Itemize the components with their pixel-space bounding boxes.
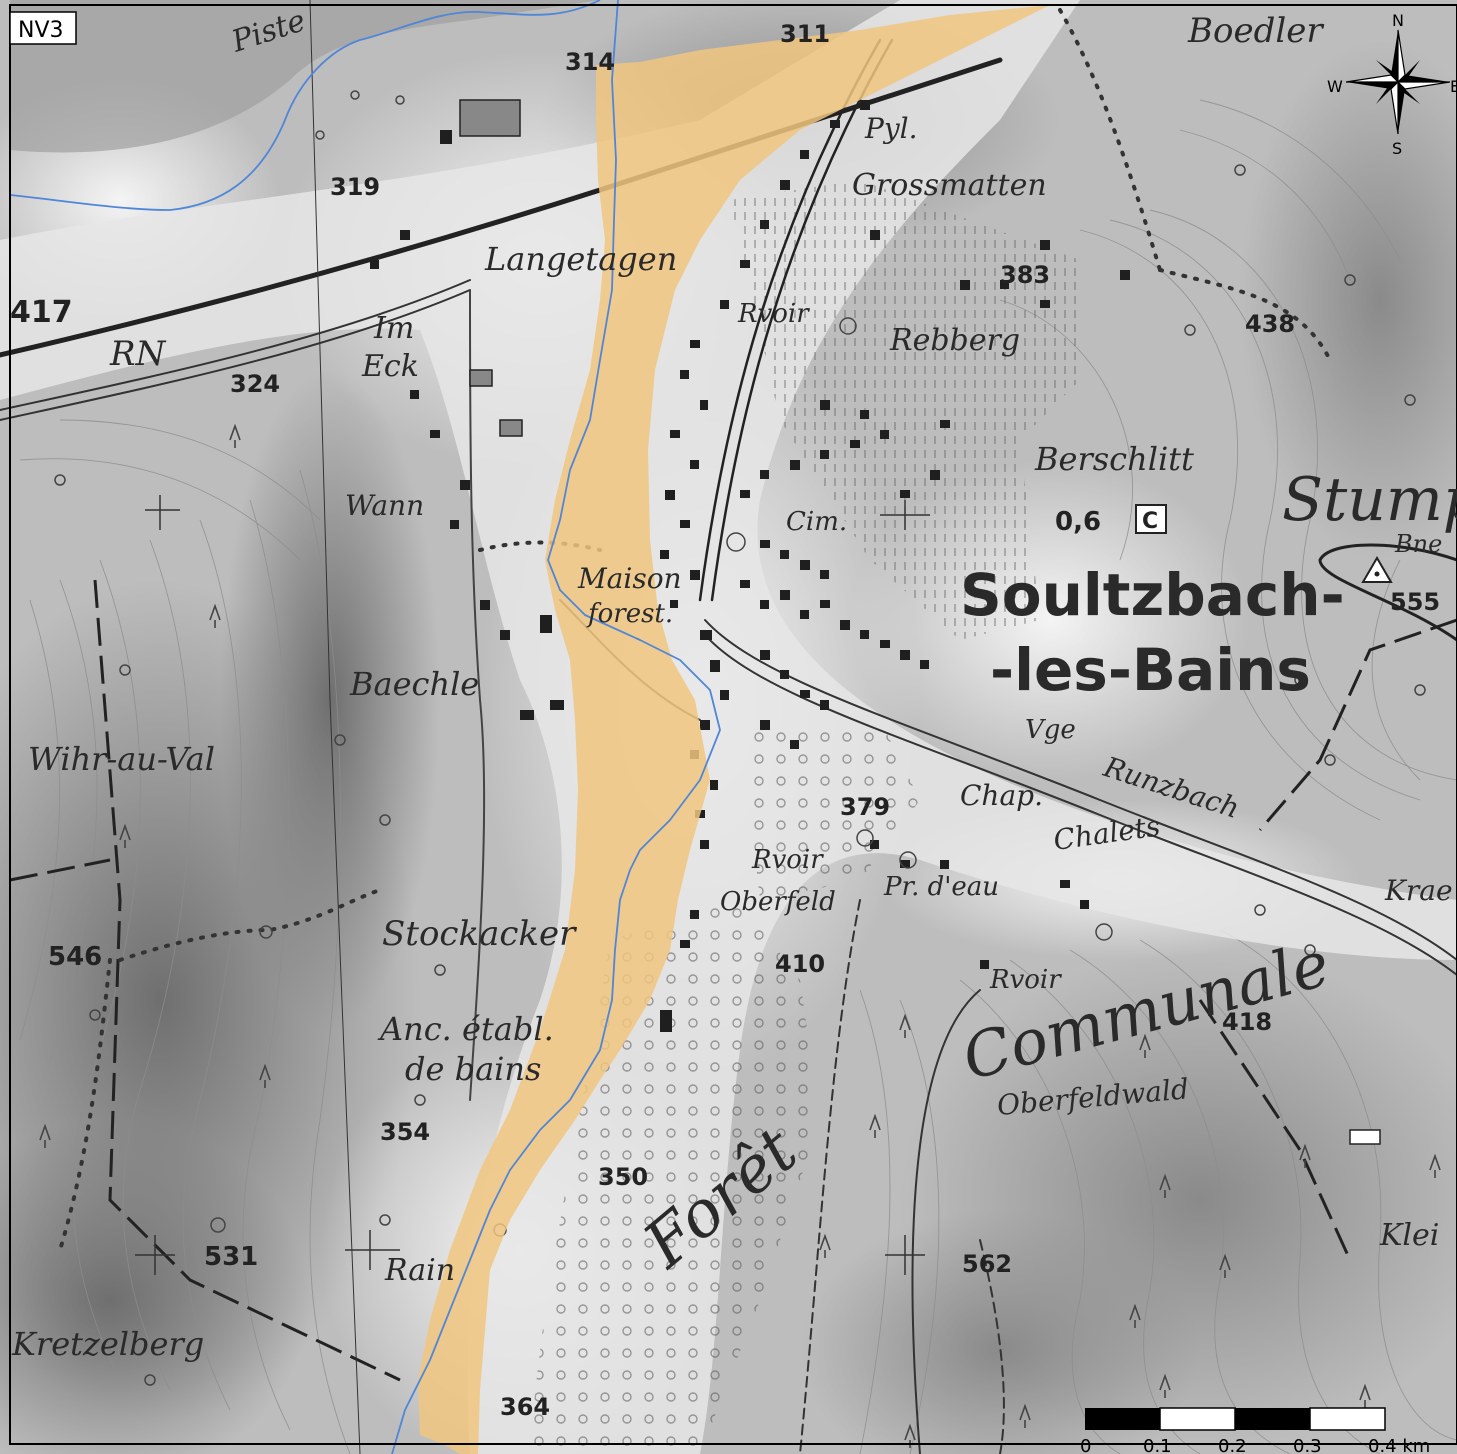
compass-w: W [1327,77,1343,96]
elev-354: 354 [380,1118,430,1146]
elev-546: 546 [48,942,102,972]
label-rn: RN [109,334,167,374]
elev-314: 314 [565,48,615,76]
scale-tick-4: 0.4 km [1368,1436,1430,1454]
scale-tick-2: 0.2 [1218,1436,1247,1454]
elev-562: 562 [962,1250,1012,1278]
label-vge: Vge [1025,715,1076,745]
label-wihr-au-val: Wihr-au-Val [28,740,215,778]
label-chap: Chap. [960,779,1043,812]
compass-e: E [1450,77,1457,96]
compass-s: S [1392,139,1402,158]
label-rvoir-south: Rvoir [989,965,1062,995]
label-wann: Wann [345,489,424,522]
label-klei: Klei [1379,1218,1439,1253]
label-cim: Cim. [786,507,847,537]
label-grossmatten: Grossmatten [852,168,1047,203]
elev-379: 379 [840,793,890,821]
elev-555: 555 [1390,588,1440,616]
label-oberfeld: Oberfeld [720,887,836,917]
label-krae: Krae [1384,874,1453,907]
label-maison: Maison [577,562,682,595]
elev-410: 410 [775,950,825,978]
label-soultzbach: Soultzbach- [960,561,1345,629]
elev-311: 311 [780,20,830,48]
scale-tick-3: 0.3 [1293,1436,1322,1454]
label-eck: Eck [361,349,419,384]
elev-418: 418 [1222,1008,1272,1036]
label-rvoir-mid: Rvoir [751,845,824,875]
label-rain: Rain [384,1253,455,1288]
label-kretzelberg: Kretzelberg [11,1325,204,1363]
elev-319: 319 [330,173,380,201]
elev-417: 417 [10,295,73,330]
label-boedler: Boedler [1187,11,1324,51]
label-berschlitt: Berschlitt [1034,440,1194,478]
label-les-bains: -les-Bains [990,636,1311,704]
elev-438: 438 [1245,310,1295,338]
map-id-label: NV3 [18,18,64,43]
elev-0-6: 0,6 [1055,507,1101,537]
label-de-bains: de bains [405,1050,541,1088]
label-im: Im [373,311,414,346]
svg-text:C: C [1142,509,1158,534]
label-langetagen: Langetagen [484,240,677,278]
map-id-label-box: NV3 [10,12,76,44]
label-pyl: Pyl. [864,112,918,145]
label-forest: forest. [586,599,673,629]
label-rebberg: Rebberg [889,323,1020,358]
label-stump: Stump [1282,465,1457,535]
label-rvoir-north: Rvoir [737,299,810,329]
compass-n: N [1392,11,1404,30]
elev-383: 383 [1000,261,1050,289]
camping-symbol: C [1136,505,1166,534]
label-anc-etabl: Anc. établ. [377,1010,554,1048]
elev-364: 364 [500,1393,550,1421]
elev-531: 531 [204,1242,258,1272]
label-baechle: Baechle [349,665,479,703]
label-stockacker: Stockacker [382,914,577,954]
scale-tick-0: 0 [1080,1436,1091,1454]
label-pr-d-eau: Pr. d'eau [883,872,999,902]
elev-350: 350 [598,1163,648,1191]
elev-324: 324 [230,370,280,398]
label-bne: Bne [1394,530,1442,558]
scale-tick-1: 0.1 [1143,1436,1172,1454]
